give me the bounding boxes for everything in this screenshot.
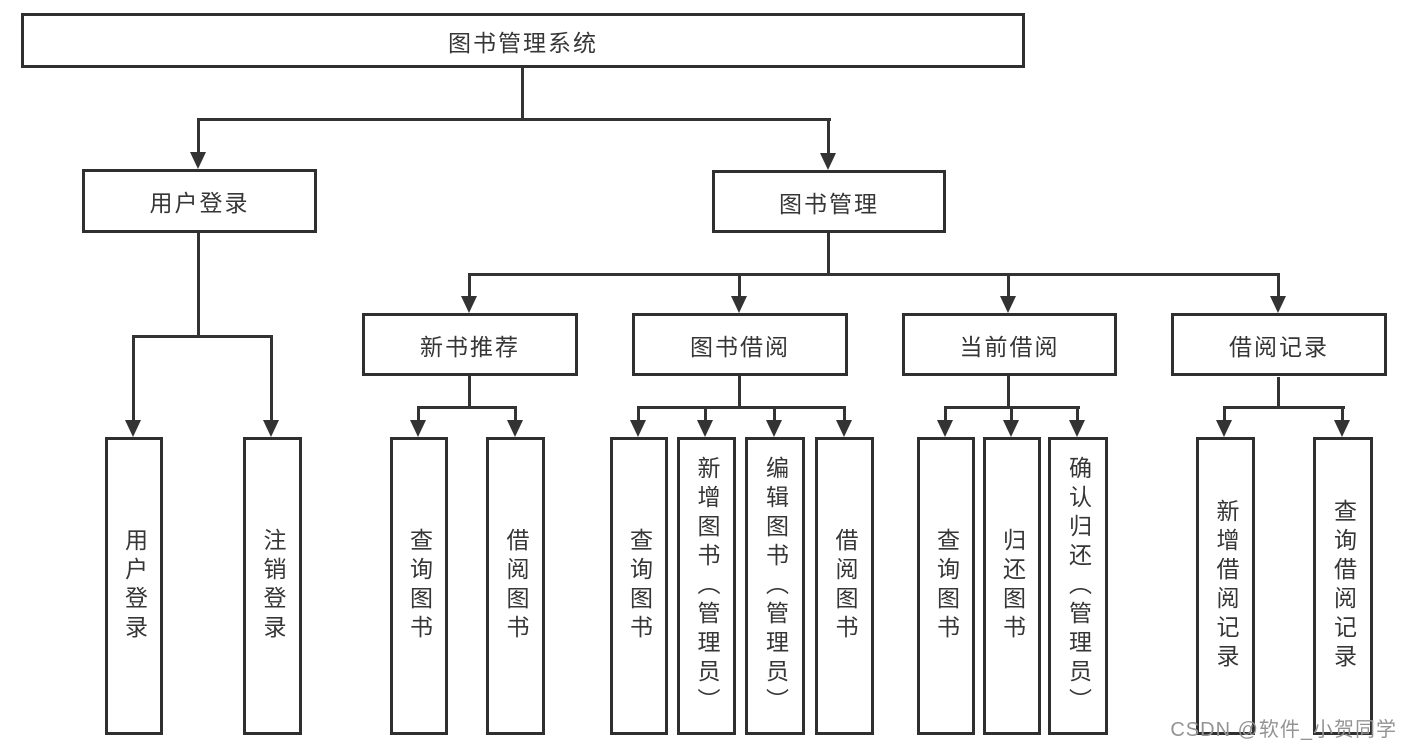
connector-leaf-stem — [417, 406, 420, 422]
node-new-book-rec: 新书推荐 — [362, 313, 578, 376]
arrowhead-icon — [937, 420, 953, 437]
connector-book-borrow-stem — [738, 376, 741, 408]
leaf-add-borrow-record-label: 新增借阅记录 — [1213, 499, 1239, 673]
node-user-login: 用户登录 — [82, 169, 317, 233]
leaf-borrow-book: 借阅图书 — [815, 437, 874, 735]
connector-leaf-stem — [773, 406, 776, 422]
node-borrow-records-label: 借阅记录 — [1229, 333, 1329, 360]
arrowhead-icon — [630, 420, 646, 437]
leaf-logout-label: 注销登录 — [260, 528, 286, 644]
leaf-logout: 注销登录 — [243, 437, 302, 735]
arrowhead-icon — [697, 420, 713, 437]
leaf-rec-borrow-book-label: 借阅图书 — [503, 528, 529, 644]
connector-leaf-stem — [1223, 406, 1226, 422]
connector-level2-rail — [468, 273, 1280, 276]
node-user-login-label: 用户登录 — [149, 190, 250, 216]
connector-to-logout-leaf — [270, 335, 273, 423]
leaf-add-book-admin: 新增图书（管理员） — [677, 437, 736, 735]
leaf-borrow-query-book: 查询图书 — [610, 437, 668, 735]
arrowhead-icon — [461, 296, 477, 313]
connector-to-current-borrow — [1007, 273, 1010, 299]
leaf-user-login-label: 用户登录 — [121, 528, 148, 644]
arrowhead-icon — [190, 152, 206, 169]
arrowhead-icon — [507, 420, 523, 437]
connector-leaf-stem — [514, 406, 517, 422]
arrowhead-icon — [1069, 420, 1085, 437]
node-book-mgmt: 图书管理 — [712, 170, 946, 233]
node-book-borrow: 图书借阅 — [632, 313, 848, 376]
leaf-borrow-query-book-label: 查询图书 — [626, 528, 653, 644]
leaf-rec-query-book-label: 查询图书 — [406, 528, 433, 644]
connector-leaf-stem — [1341, 406, 1344, 422]
leaf-user-login: 用户登录 — [105, 437, 163, 735]
connector-leaf-stem — [1076, 406, 1079, 422]
connector-user-login-stem — [197, 233, 200, 337]
node-book-mgmt-label: 图书管理 — [779, 190, 879, 217]
connector-user-login-rail — [132, 335, 273, 338]
connector-book-borrow-rail — [637, 406, 846, 409]
connector-root-stem — [521, 68, 524, 120]
connector-leaf-stem — [843, 406, 846, 422]
arrowhead-icon — [125, 420, 141, 437]
leaf-cur-query-book: 查询图书 — [917, 437, 975, 735]
arrowhead-icon — [1003, 420, 1019, 437]
leaf-borrow-book-label: 借阅图书 — [832, 528, 858, 644]
arrowhead-icon — [263, 420, 279, 437]
connector-borrow-records-rail — [1223, 406, 1345, 409]
leaf-add-book-admin-label: 新增图书（管理员） — [694, 455, 720, 717]
arrowhead-icon — [1216, 420, 1232, 437]
connector-to-user-login — [197, 118, 200, 154]
node-root: 图书管理系统 — [21, 13, 1025, 68]
leaf-return-book-label: 归还图书 — [999, 528, 1026, 644]
arrowhead-icon — [1000, 296, 1016, 313]
connector-leaf-stem — [637, 406, 640, 422]
node-root-label: 图书管理系统 — [448, 29, 598, 56]
node-current-borrow-label: 当前借阅 — [959, 333, 1060, 360]
leaf-edit-book-admin-label: 编辑图书（管理员） — [762, 455, 789, 717]
connector-leaf-stem — [944, 406, 947, 422]
connector-current-borrow-stem — [1007, 376, 1010, 408]
connector-new-book-stem — [468, 376, 471, 408]
connector-to-login-leaf — [132, 335, 135, 423]
csdn-watermark: CSDN @软件_小贺同学 — [1170, 719, 1397, 741]
connector-to-book-borrow — [738, 273, 741, 299]
node-new-book-rec-label: 新书推荐 — [420, 333, 520, 360]
node-current-borrow: 当前借阅 — [902, 313, 1117, 376]
connector-to-book-mgmt — [827, 118, 830, 154]
leaf-confirm-return-admin: 确认归还（管理员） — [1048, 437, 1108, 735]
node-book-borrow-label: 图书借阅 — [690, 333, 790, 360]
arrowhead-icon — [836, 420, 852, 437]
connector-to-new-book — [468, 273, 471, 299]
connector-leaf-stem — [704, 406, 707, 422]
leaf-query-borrow-record-label: 查询借阅记录 — [1330, 499, 1357, 673]
leaf-confirm-return-admin-label: 确认归还（管理员） — [1065, 455, 1092, 717]
arrowhead-icon — [731, 296, 747, 313]
arrowhead-icon — [820, 153, 836, 170]
arrowhead-icon — [1270, 296, 1286, 313]
connector-to-borrow-records — [1277, 273, 1280, 299]
leaf-return-book: 归还图书 — [983, 437, 1041, 735]
arrowhead-icon — [410, 420, 426, 437]
connector-borrow-records-stem — [1277, 377, 1280, 408]
leaf-rec-query-book: 查询图书 — [390, 437, 448, 735]
arrowhead-icon — [766, 420, 782, 437]
arrowhead-icon — [1334, 420, 1350, 437]
leaf-edit-book-admin: 编辑图书（管理员） — [745, 437, 805, 735]
node-borrow-records: 借阅记录 — [1171, 313, 1387, 376]
connector-level1-rail — [197, 118, 831, 121]
connector-book-mgmt-stem — [827, 233, 830, 275]
connector-leaf-stem — [1010, 406, 1013, 422]
leaf-rec-borrow-book: 借阅图书 — [486, 437, 545, 735]
leaf-add-borrow-record: 新增借阅记录 — [1196, 437, 1255, 735]
leaf-cur-query-book-label: 查询图书 — [933, 528, 960, 644]
connector-new-book-rail — [417, 406, 517, 409]
leaf-query-borrow-record: 查询借阅记录 — [1313, 437, 1373, 735]
